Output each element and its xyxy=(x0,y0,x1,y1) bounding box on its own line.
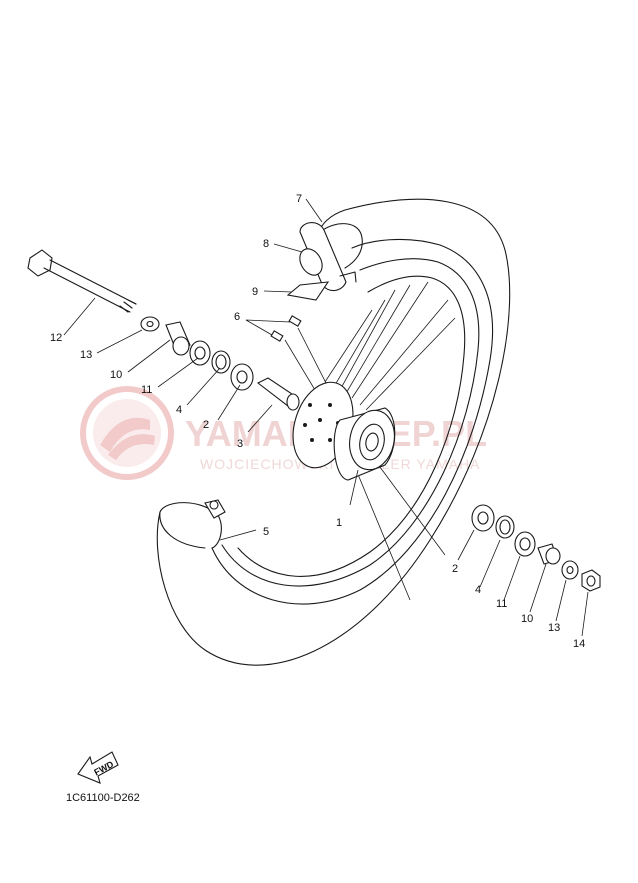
callout-10-left: 10 xyxy=(110,369,122,381)
callout-10-right: 10 xyxy=(521,613,533,625)
watermark-logo-icon xyxy=(80,386,174,480)
wheel-hub xyxy=(333,407,396,481)
callout-1: 1 xyxy=(336,517,342,529)
callout-5: 5 xyxy=(263,526,269,538)
tire-outer-contour xyxy=(156,198,511,666)
leader-lines xyxy=(63,198,589,637)
rim-inner xyxy=(237,275,466,577)
left-parts-stack xyxy=(140,316,300,411)
fwd-arrow-icon: FWD xyxy=(77,751,119,784)
callout-3: 3 xyxy=(237,438,243,450)
tire-inner-contour xyxy=(211,238,494,605)
diagram-code: 1C61100-D262 xyxy=(66,792,140,804)
callout-14: 14 xyxy=(573,638,585,650)
spoke-nipples xyxy=(270,315,302,342)
callout-labels: 1 2 2 3 4 4 5 6 7 8 9 10 10 11 11 12 13 … xyxy=(50,193,585,650)
callout-4-right: 4 xyxy=(475,584,481,596)
callout-2-left: 2 xyxy=(203,419,209,431)
callout-7: 7 xyxy=(296,193,302,205)
callout-12: 12 xyxy=(50,332,62,344)
callout-4-left: 4 xyxy=(176,404,182,416)
rim-lock xyxy=(204,499,226,519)
callout-13-right: 13 xyxy=(548,622,560,634)
callout-11-right: 11 xyxy=(496,598,507,610)
axle-bolt xyxy=(27,249,137,313)
callout-13-left: 13 xyxy=(80,349,92,361)
right-parts-stack xyxy=(471,504,601,592)
callout-11-left: 11 xyxy=(141,384,152,396)
callout-9: 9 xyxy=(252,286,258,298)
rim-outer xyxy=(221,258,480,587)
callout-2-right: 2 xyxy=(452,563,458,575)
rim-strap-parts xyxy=(286,222,357,301)
callout-8: 8 xyxy=(263,238,269,250)
callout-6: 6 xyxy=(234,311,240,323)
